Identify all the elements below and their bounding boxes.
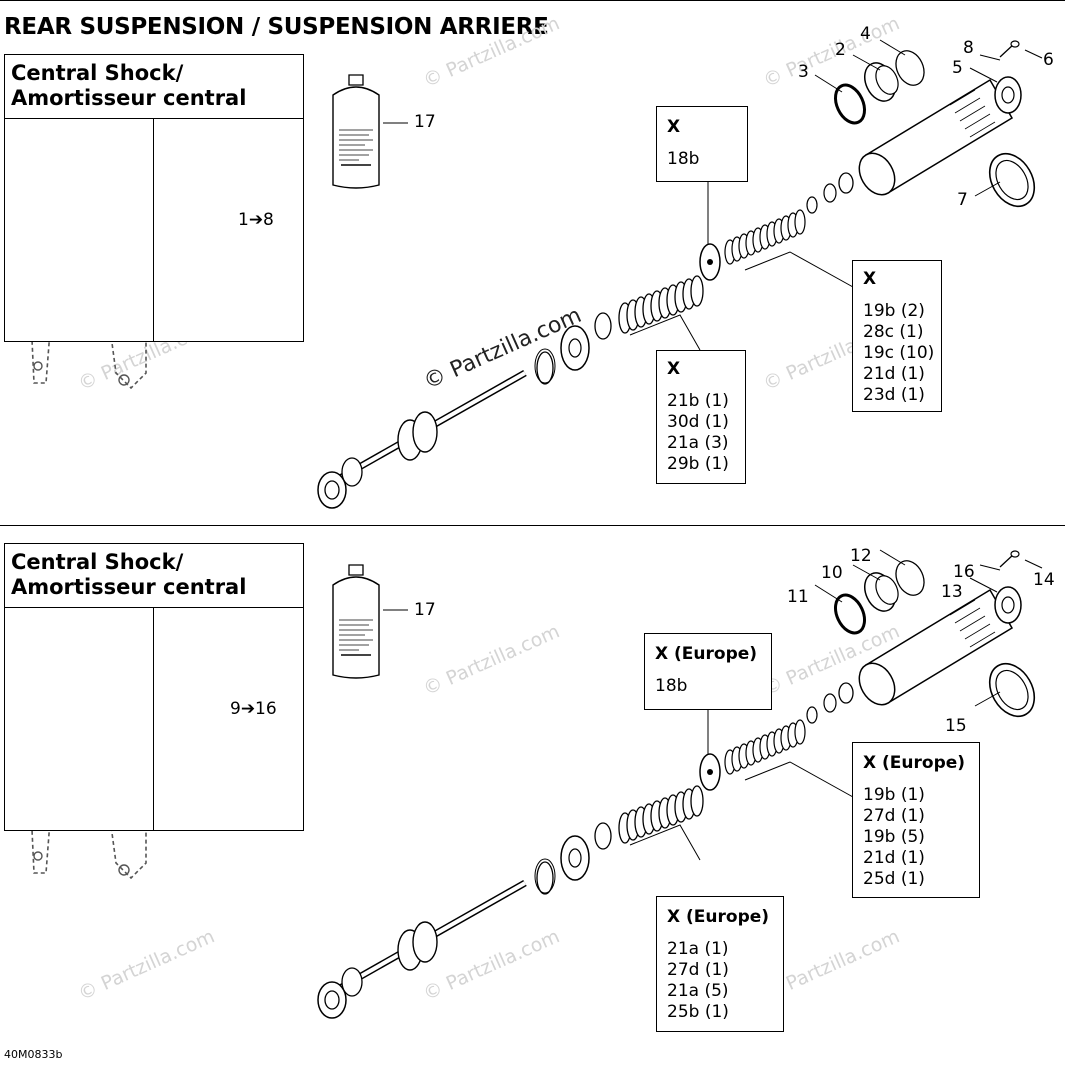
section-divider: [0, 525, 1065, 526]
top-rule: [0, 0, 1065, 1]
callout-4: 4: [860, 24, 871, 44]
inset-vline: [153, 119, 154, 341]
callout-15: 15: [945, 716, 967, 736]
inset-title: Central Shock/ Amortisseur central: [11, 550, 247, 599]
callout-13: 13: [941, 582, 963, 602]
kit-box-top: X 18b: [656, 106, 748, 182]
kit-box-top: X (Europe) 18b: [644, 633, 772, 710]
callout-6: 6: [1043, 50, 1054, 70]
assembly-ref: 9➔16: [230, 699, 277, 719]
kit-box-right: X 19b (2) 28c (1) 19c (10) 21d (1) 23d (…: [852, 260, 942, 412]
kit-box-bottom: X 21b (1) 30d (1) 21a (3) 29b (1): [656, 350, 746, 484]
callout-3: 3: [798, 62, 809, 82]
callout-10: 10: [821, 563, 843, 583]
inset-vline: [153, 608, 154, 830]
callout-12: 12: [850, 546, 872, 566]
callout-8: 8: [963, 38, 974, 58]
kit-box-bottom: X (Europe) 21a (1) 27d (1) 21a (5) 25b (…: [656, 896, 784, 1032]
callout-5: 5: [952, 58, 963, 78]
callout-2: 2: [835, 40, 846, 60]
bottle-ref: 17: [414, 600, 436, 620]
callout-16: 16: [953, 562, 975, 582]
inset-box: Central Shock/ Amortisseur central: [4, 543, 304, 831]
page-title: REAR SUSPENSION / SUSPENSION ARRIERE: [4, 14, 549, 40]
assembly-ref: 1➔8: [238, 210, 274, 230]
bottle-ref: 17: [414, 112, 436, 132]
callout-7: 7: [957, 190, 968, 210]
callout-11: 11: [787, 587, 809, 607]
footer-code: 40M0833b: [4, 1048, 63, 1061]
inset-box: Central Shock/ Amortisseur central: [4, 54, 304, 342]
callout-14: 14: [1033, 570, 1055, 590]
inset-divider: [5, 607, 303, 608]
inset-title: Central Shock/ Amortisseur central: [11, 61, 247, 110]
inset-divider: [5, 118, 303, 119]
kit-box-right: X (Europe) 19b (1) 27d (1) 19b (5) 21d (…: [852, 742, 980, 898]
